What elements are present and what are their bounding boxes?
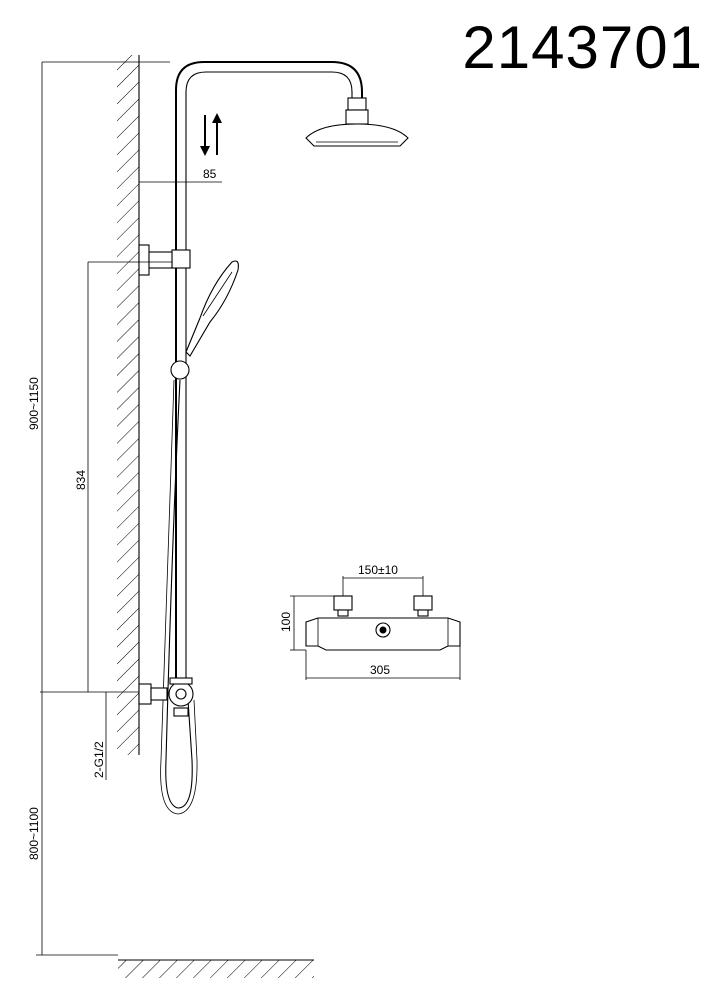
dimension-inlet-spacing (342, 576, 424, 596)
shower-hose (160, 379, 198, 815)
head-shower (305, 109, 409, 147)
floor (118, 959, 314, 978)
dimension-outlet-height-label: 900~1150 (27, 377, 41, 430)
adjust-arrows-icon (200, 113, 222, 156)
dimension-inlet-height-label: 800~1100 (27, 807, 41, 860)
shower-riser-pipe (171, 61, 367, 690)
riser-mixer (138, 677, 194, 717)
dimension-outlet-height (36, 61, 170, 956)
thermostatic-mixer-front (305, 595, 461, 651)
wall (117, 55, 140, 755)
dimension-mixer-width (305, 646, 461, 680)
dimension-arm-offset-label: 85 (203, 167, 217, 181)
dimension-mixer-height-label: 100 (279, 612, 293, 632)
dimension-rail-length (87, 261, 172, 692)
wall-bracket (138, 244, 173, 276)
dimension-mixer-height (290, 595, 334, 651)
dimension-connection-label: 2-G1/2 (92, 741, 106, 778)
dimension-rail-length-label: 834 (74, 470, 88, 490)
hand-shower (170, 260, 239, 380)
dimension-inlet-spacing-label: 150±10 (358, 563, 398, 577)
dimension-mixer-width-label: 305 (370, 663, 390, 677)
model-number: 2143701 (462, 14, 703, 81)
